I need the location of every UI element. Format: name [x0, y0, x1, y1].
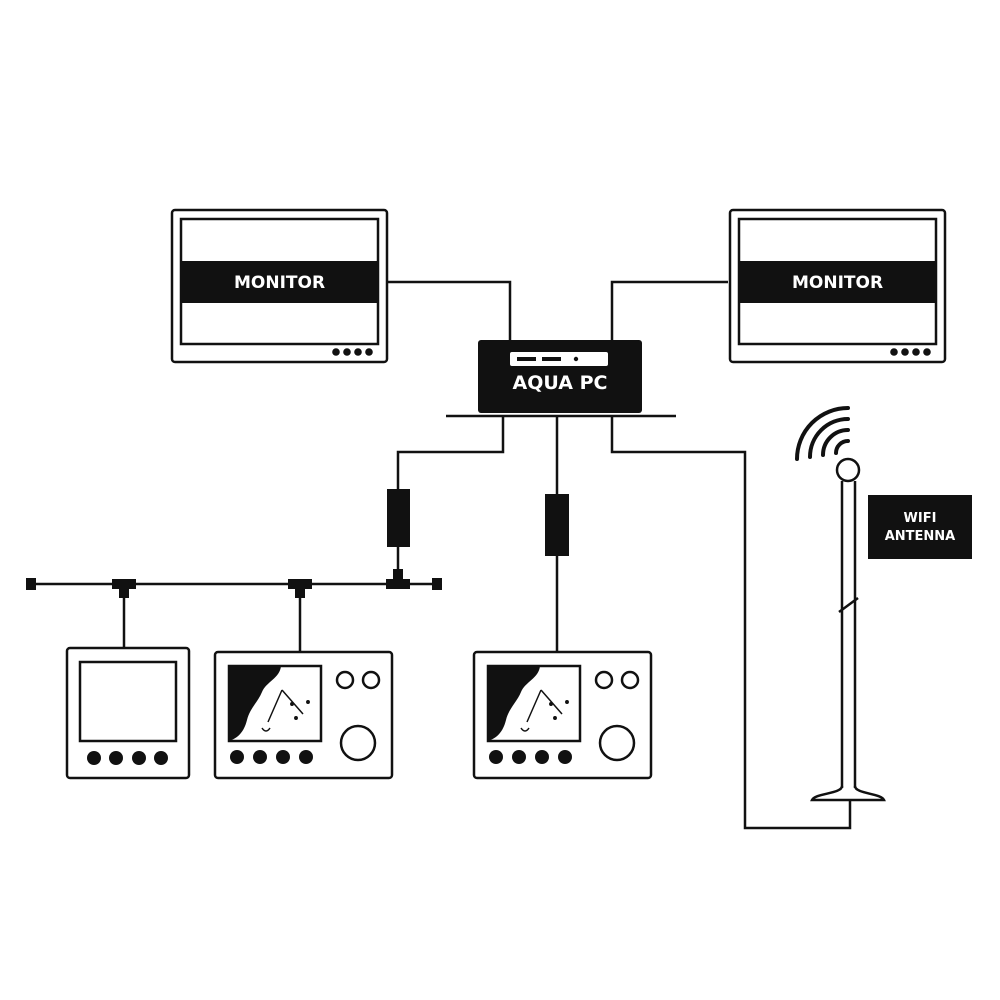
wifi-signal-arcs: [795, 406, 850, 461]
monitor-icon: [170, 208, 389, 364]
wifi-antenna[interactable]: [795, 406, 972, 802]
radar-sweep: [520, 689, 569, 732]
wire-right-monitor: [610, 280, 728, 342]
plotter-knob-small: [335, 670, 355, 690]
filter-backbone: [387, 489, 410, 570]
wifi-antenna-label-box: [868, 495, 972, 559]
monitor-buttons: [332, 348, 373, 356]
terminator-right: [432, 578, 442, 590]
plotter-buttons: [230, 750, 313, 764]
plotter-dial: [339, 724, 377, 762]
display-buttons: [87, 751, 168, 765]
monitor-label-band: [181, 261, 378, 303]
drive-slot-details: [517, 356, 579, 362]
chart-plotter-icon: [213, 650, 394, 780]
t-connector-icon: [386, 569, 410, 589]
monitor-icon: [728, 208, 947, 364]
plotter-knob-small: [620, 670, 640, 690]
antenna-base: [810, 785, 886, 802]
monitor-right[interactable]: [728, 208, 947, 364]
chart-plotter-center[interactable]: [472, 650, 653, 780]
plotter-dial: [598, 724, 636, 762]
wire-left-monitor: [388, 280, 512, 342]
nmea-backbone-bus: [26, 569, 442, 598]
wifi-antenna-label-line1: WIFI: [904, 511, 937, 526]
t-connector-icon: [288, 579, 312, 598]
plotter-knob-small: [361, 670, 381, 690]
terminator-left: [26, 578, 36, 590]
aqua-pc-label: AQUA PC: [513, 372, 608, 394]
monitor-label-band: [739, 261, 936, 303]
monitor-left-label: MONITOR: [234, 273, 325, 293]
wire-nmea-backbone: [396, 416, 505, 490]
wifi-antenna-icon: [795, 406, 886, 802]
chart-plotter-icon: [472, 650, 653, 780]
landmass: [229, 666, 281, 741]
monitor-buttons: [890, 348, 931, 356]
antenna-tip: [835, 457, 861, 483]
monitor-right-label: MONITOR: [792, 273, 883, 293]
filter-icon: [387, 489, 410, 547]
landmass: [488, 666, 540, 741]
display-screen: [78, 660, 178, 743]
wire-antenna: [610, 416, 852, 830]
plotter-buttons: [489, 750, 572, 764]
filter-center: [545, 494, 569, 556]
aqua-pc[interactable]: [446, 340, 676, 418]
chart-plotter-backbone[interactable]: [213, 650, 394, 780]
monitor-left[interactable]: [170, 208, 389, 364]
t-connector-icon: [112, 579, 136, 598]
plotter-display-icon: [65, 646, 191, 780]
antenna-mast-break: [838, 596, 859, 614]
filter-icon: [545, 494, 569, 556]
plotter-knob-small: [594, 670, 614, 690]
wiring: [122, 280, 852, 830]
instrument-display-left[interactable]: [65, 646, 191, 780]
radar-sweep: [261, 689, 310, 732]
wifi-antenna-label-line2: ANTENNA: [885, 529, 956, 544]
